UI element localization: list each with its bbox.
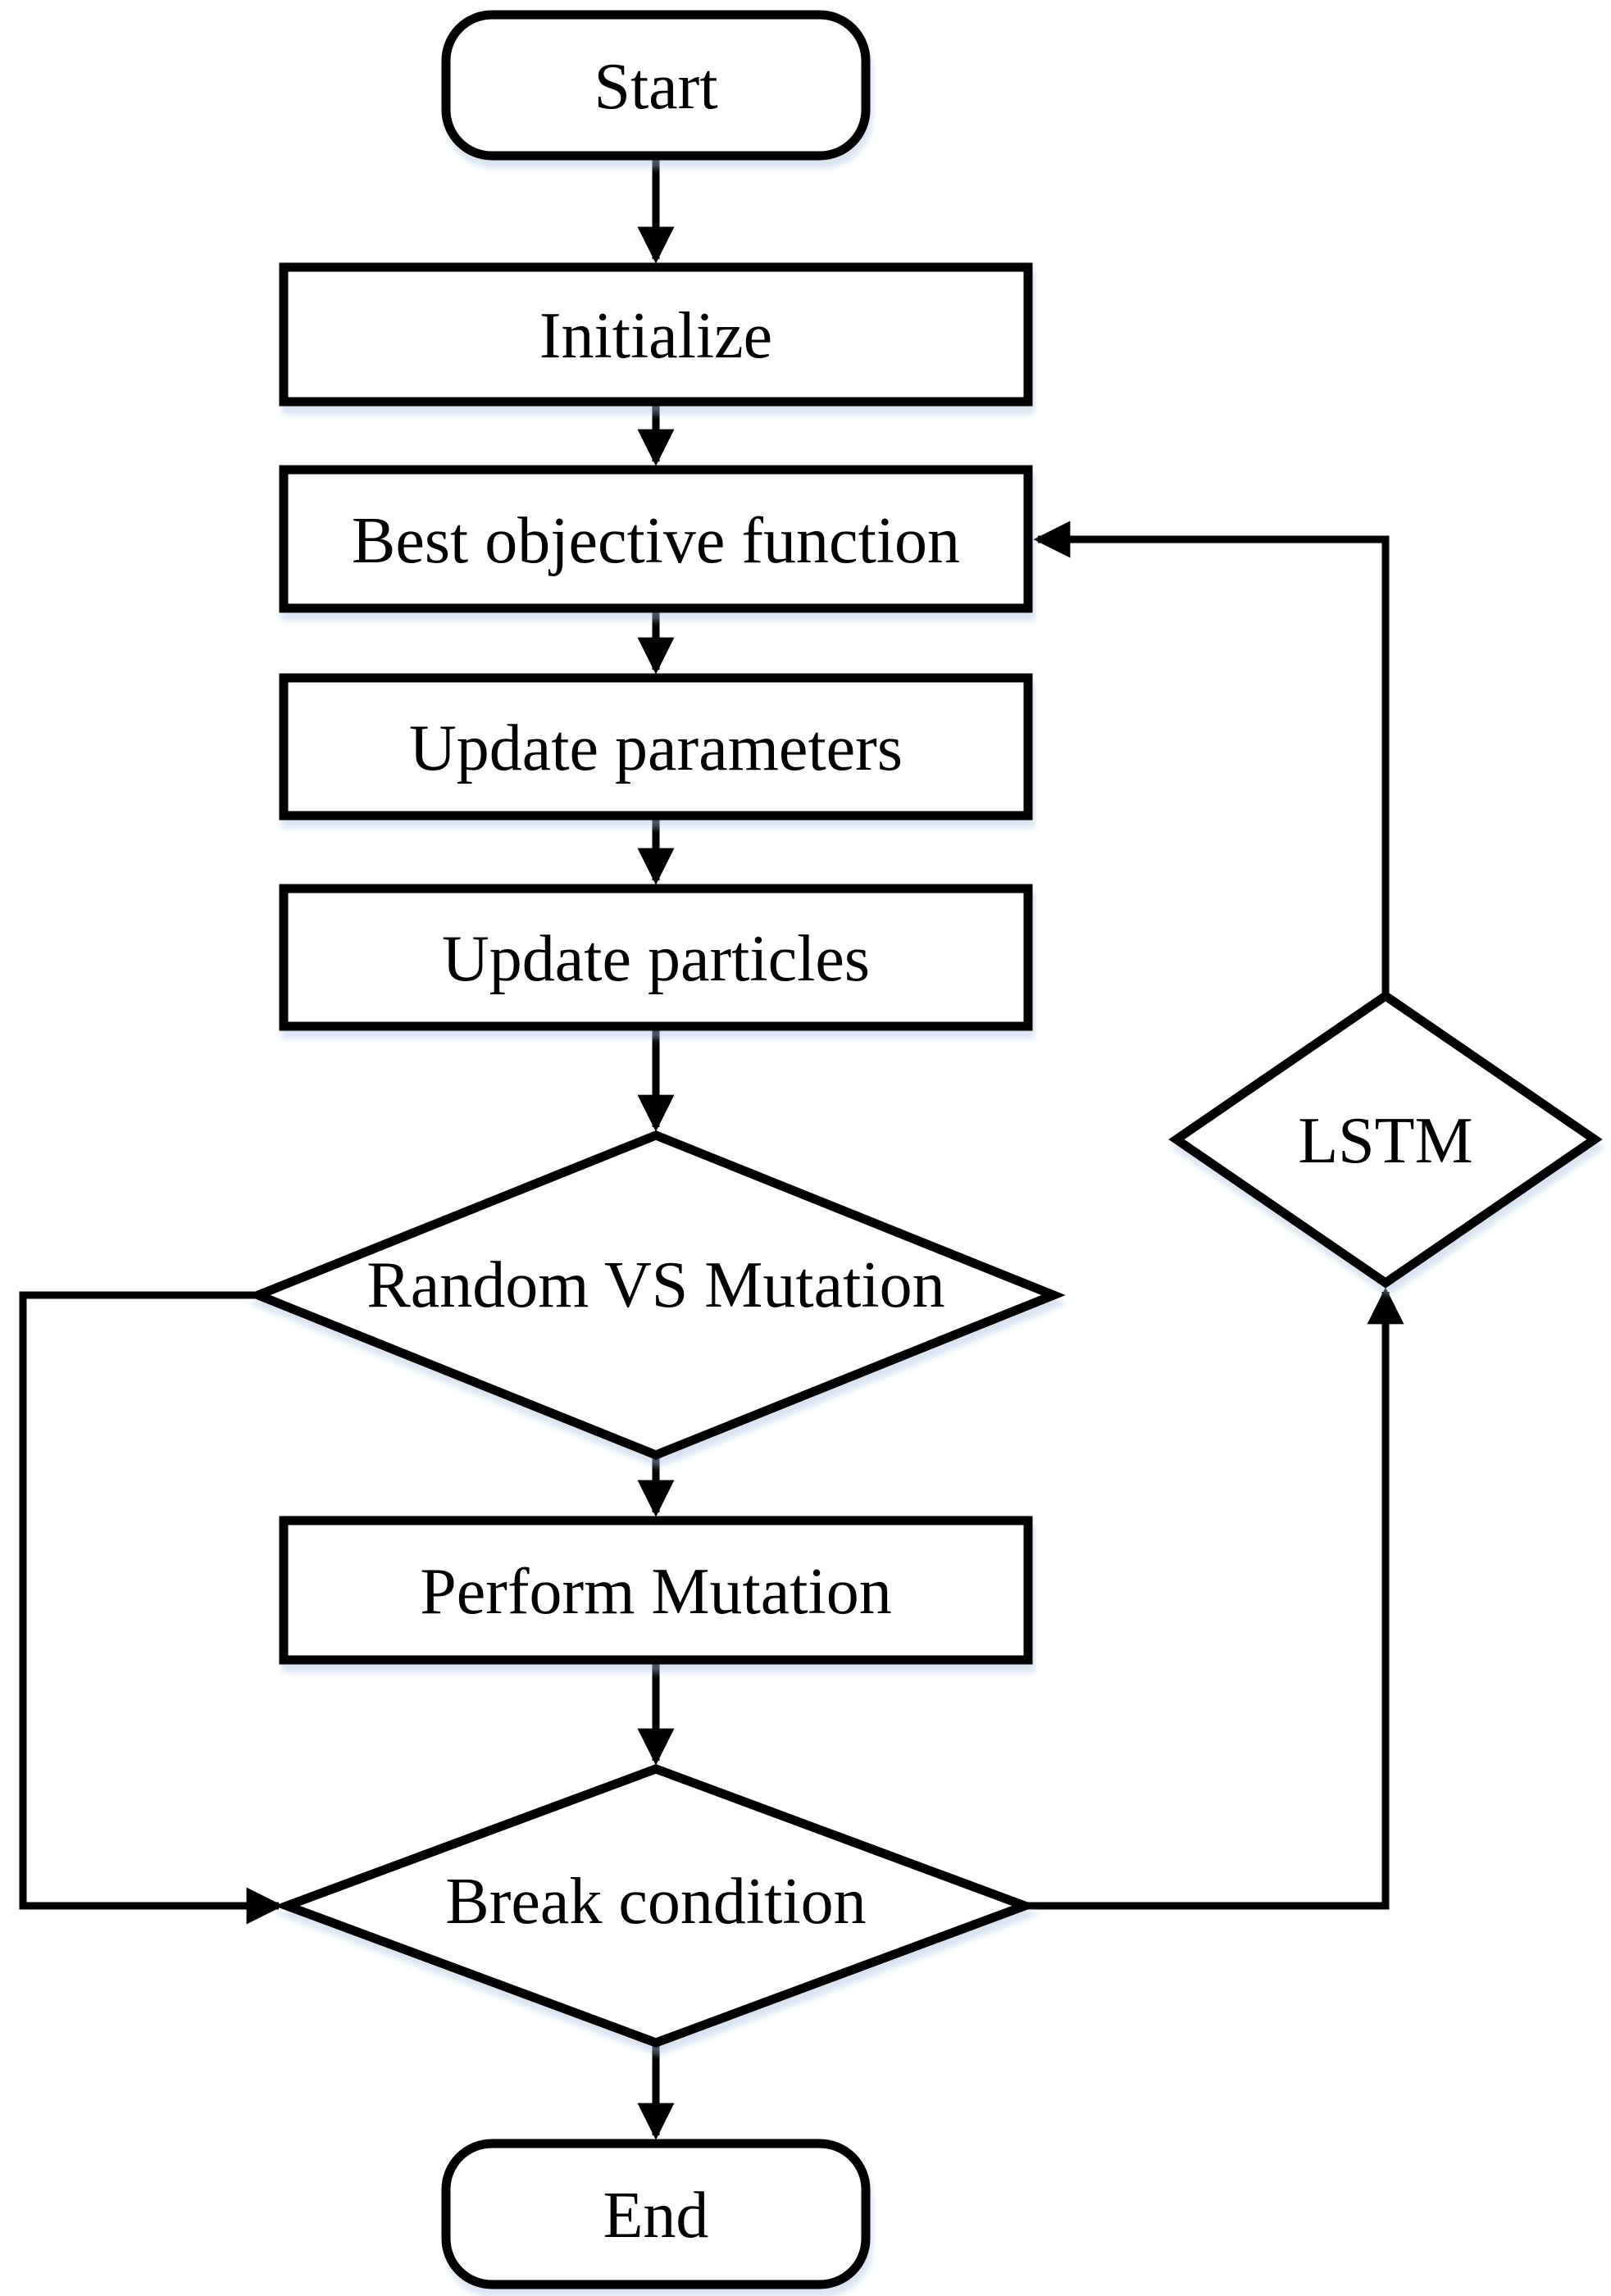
node-layer: Start Initialize Best objective function… <box>246 10 1603 2289</box>
update-parameters-label: Update parameters <box>409 712 903 784</box>
edge-layer <box>19 156 1404 2140</box>
random-vs-mutation-label: Random VS Mutation <box>366 1249 944 1321</box>
edge-left-loop-random-to-break <box>19 1291 284 1925</box>
end-terminator-shape <box>441 2139 871 2289</box>
node-break-condition: Break condition <box>274 1764 1038 2048</box>
perform-mutation-process-shape <box>279 1516 1033 1665</box>
node-update-particles: Update particles <box>279 884 1033 1031</box>
update-parameters-process-shape <box>279 673 1033 821</box>
initialize-process-shape <box>279 262 1033 407</box>
best-objective-label: Best objective function <box>352 505 960 577</box>
initialize-label: Initialize <box>539 300 772 372</box>
break-condition-label: Break condition <box>445 1866 866 1938</box>
best-objective-process-shape <box>279 465 1033 613</box>
edge-right-loop-lstm-to-best-objective <box>1033 521 1390 996</box>
lstm-decision-shape <box>1168 990 1603 1289</box>
update-particles-process-shape <box>279 884 1033 1031</box>
lstm-label: LSTM <box>1298 1105 1472 1177</box>
node-end: End <box>441 2139 871 2289</box>
end-label: End <box>603 2180 709 2252</box>
node-start: Start <box>441 10 871 161</box>
node-lstm: LSTM <box>1168 990 1603 1289</box>
node-random-vs-mutation: Random VS Mutation <box>246 1130 1066 1460</box>
node-update-parameters: Update parameters <box>279 673 1033 821</box>
start-terminator-shape <box>441 10 871 161</box>
break-condition-decision-shape <box>274 1764 1038 2048</box>
edge-right-loop-break-to-lstm <box>1025 1287 1404 1910</box>
node-initialize: Initialize <box>279 262 1033 407</box>
start-label: Start <box>594 51 717 123</box>
node-perform-mutation: Perform Mutation <box>279 1516 1033 1665</box>
update-particles-label: Update particles <box>442 923 870 995</box>
perform-mutation-label: Perform Mutation <box>420 1556 891 1628</box>
node-best-objective-function: Best objective function <box>279 465 1033 613</box>
random-vs-mutation-decision-shape <box>246 1130 1066 1460</box>
